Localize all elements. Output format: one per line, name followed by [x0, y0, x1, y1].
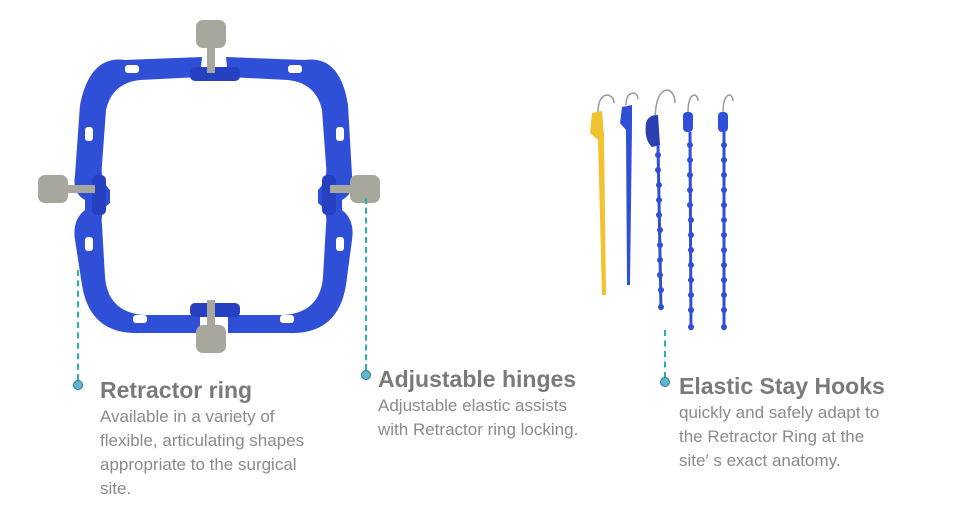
stay-hooks-bullet-icon	[660, 377, 670, 387]
stay-hooks-icon	[590, 89, 734, 331]
stay-hooks-image	[580, 85, 760, 340]
feature-description: quickly and safely adapt to the Retracto…	[679, 401, 885, 473]
description-line: flexible, articulating shapes	[100, 431, 305, 450]
retractor-ring-bullet-icon	[73, 380, 83, 390]
description-line: quickly and safely adapt to	[679, 403, 880, 422]
feature-title: Retractor ring	[100, 377, 253, 403]
feature-adjustable-hinges: Adjustable hinges Adjustable elastic ass…	[378, 366, 578, 442]
adjustable-hinges-leader-line	[365, 198, 367, 370]
retractor-ring-leader-line	[77, 270, 79, 380]
description-line: Adjustable elastic assists	[378, 396, 567, 415]
feature-title: Elastic Stay Hooks	[679, 373, 885, 399]
retractor-ring-image	[30, 15, 400, 370]
stay-hooks-leader-line	[664, 330, 666, 378]
feature-description: Available in a variety of flexible, arti…	[100, 405, 304, 501]
description-line: site.	[100, 479, 132, 498]
description-line: with Retractor ring locking.	[378, 420, 579, 439]
feature-title: Adjustable hinges	[378, 366, 577, 392]
feature-description: Adjustable elastic assists with Retracto…	[378, 394, 578, 442]
description-line: appropriate to the surgical	[100, 455, 297, 474]
description-line: Available in a variety of	[100, 407, 275, 426]
feature-retractor-ring: Retractor ring Available in a variety of…	[100, 377, 304, 501]
description-line: the Retractor Ring at the	[679, 427, 865, 446]
description-line: site′ s exact anatomy.	[679, 451, 841, 470]
feature-elastic-stay-hooks: Elastic Stay Hooks quickly and safely ad…	[679, 373, 885, 473]
adjustable-hinges-bullet-icon	[361, 370, 371, 380]
retractor-ring-icon	[38, 20, 380, 353]
